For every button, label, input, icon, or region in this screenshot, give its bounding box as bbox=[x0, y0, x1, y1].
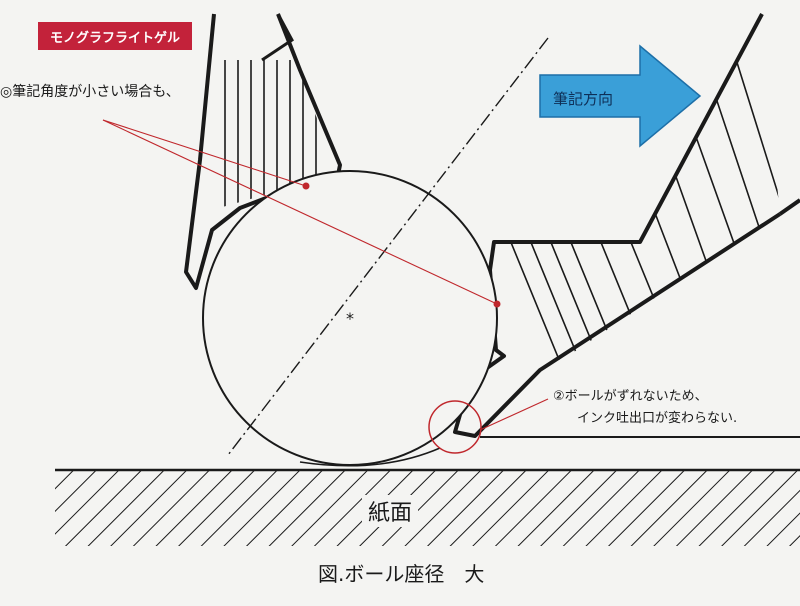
contact-point-right bbox=[493, 300, 501, 308]
ink-outlet-highlight bbox=[428, 400, 482, 454]
center-axis-line bbox=[227, 37, 549, 456]
ball-center-mark: * bbox=[346, 309, 354, 328]
figure-caption: 図.ボール座径 大 bbox=[318, 562, 485, 586]
brand-tag: モノグラフライトゲル bbox=[38, 22, 192, 50]
annotation-note-1: ◎筆記角度が小さい場合も、 bbox=[0, 84, 180, 100]
paper-hatch bbox=[55, 470, 800, 546]
right-tip-outline bbox=[453, 13, 782, 438]
contact-point-upper bbox=[302, 182, 310, 190]
annotation-note-2-line-2: インク吐出口が変わらない. bbox=[577, 411, 738, 426]
annotation-note-2-line-1: ②ボールがずれないため、 bbox=[553, 389, 708, 404]
left-tip-outline bbox=[184, 13, 342, 290]
left-tip-inner bbox=[261, 13, 294, 62]
arrow-label: 筆記方向 bbox=[553, 90, 614, 108]
ball-contact-curve bbox=[299, 447, 441, 467]
annotation-lines bbox=[102, 119, 549, 431]
right-tip-outline-outer bbox=[778, 198, 800, 216]
paper-label: 紙面 bbox=[362, 495, 419, 527]
writing-direction-arrow bbox=[539, 44, 702, 148]
